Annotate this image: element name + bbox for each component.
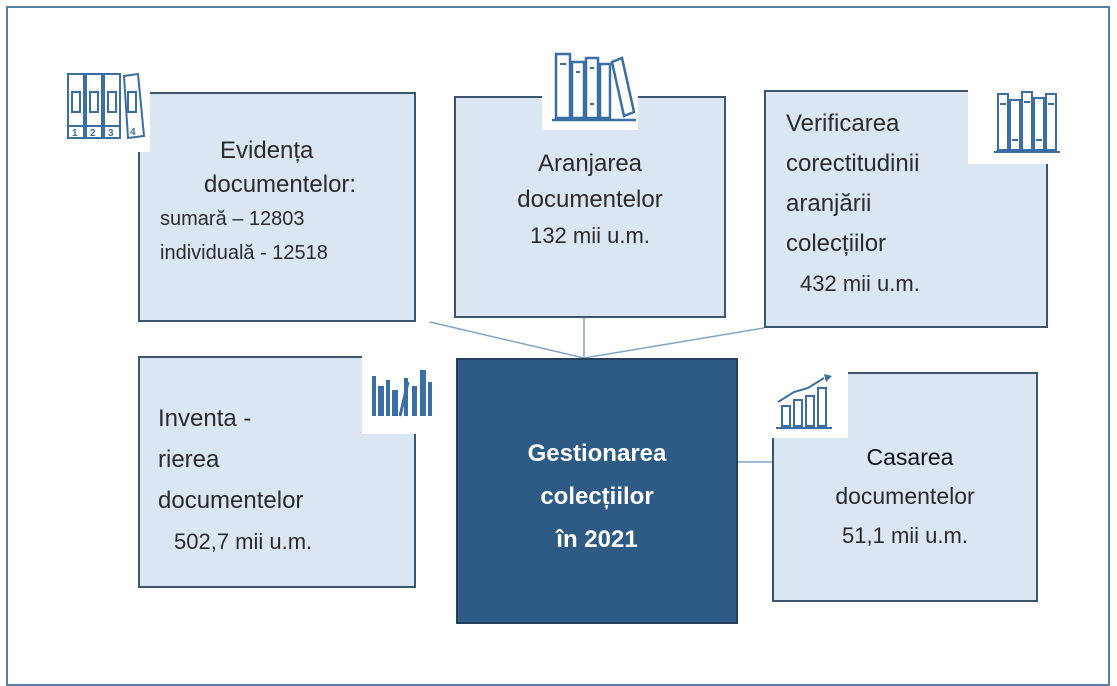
svg-text:2: 2 — [90, 128, 96, 139]
svg-text:4: 4 — [130, 127, 136, 138]
center-line2: colecțiilor — [540, 483, 654, 510]
box-evidenta: Evidența documentelor: sumară – 12803 in… — [138, 92, 416, 322]
aranjarea-value: 132 mii u.m. — [530, 223, 650, 248]
verificarea-line3: aranjării — [786, 190, 872, 217]
growth-chart-icon — [760, 368, 848, 438]
aranjarea-title: Aranjarea — [537, 150, 643, 177]
inventarierea-line3: documentelor — [158, 487, 304, 514]
center-box: Gestionarea colecțiilor în 2021 — [456, 358, 738, 624]
numbered-binders-icon: 1 2 3 4 — [62, 66, 150, 152]
connector-evidenta — [429, 321, 585, 359]
center-line3: în 2021 — [556, 526, 638, 553]
evidenta-individuala: individuală - 12518 — [160, 242, 328, 264]
verificarea-line1: Verificarea — [786, 110, 900, 137]
casarea-subtitle: documentelor — [835, 483, 975, 509]
center-line1: Gestionarea — [527, 440, 667, 467]
aranjarea-subtitle: documentelor — [517, 186, 663, 213]
box-aranjarea: Aranjarea documentelor 132 mii u.m. — [454, 96, 726, 318]
svg-text:3: 3 — [108, 128, 114, 139]
book-spines-icon — [362, 356, 448, 434]
svg-text:1: 1 — [72, 128, 78, 139]
inventarierea-line2: rierea — [158, 446, 220, 473]
evidenta-sumara: sumară – 12803 — [160, 208, 305, 230]
books-on-shelf-icon — [542, 42, 638, 130]
evidenta-subtitle: documentelor: — [204, 171, 357, 198]
verificarea-line4: colecțiilor — [786, 230, 887, 257]
casarea-title: Casarea — [866, 444, 954, 470]
box-verificarea: Verificarea corectitudinii aranjării col… — [764, 90, 1048, 328]
connector-verificarea — [583, 327, 765, 359]
evidenta-title: Evidența — [220, 137, 314, 164]
bookshelf-icon — [968, 80, 1064, 164]
casarea-value: 51,1 mii u.m. — [842, 523, 968, 548]
inventarierea-line1: Inventa - — [158, 405, 252, 432]
verificarea-line2: corectitudinii — [786, 150, 920, 177]
verificarea-value: 432 mii u.m. — [800, 271, 920, 296]
inventarierea-value: 502,7 mii u.m. — [174, 529, 313, 554]
